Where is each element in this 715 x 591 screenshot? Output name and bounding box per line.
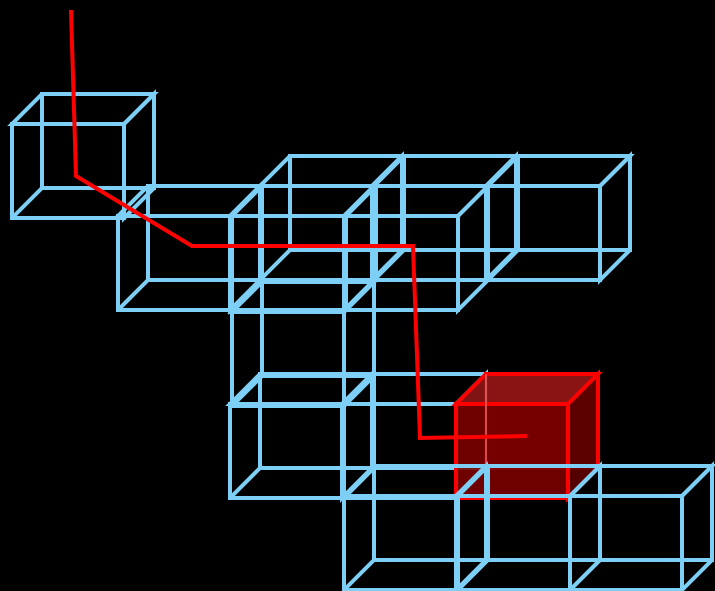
cube-front-face [344,214,460,312]
cube-hidden-edge [230,374,264,408]
cube-hidden-edge [372,248,406,282]
cube-hidden-edge [342,558,376,591]
cube-hidden-edge [456,558,490,591]
cube-hidden-edge [228,466,262,500]
cube [341,181,493,315]
cube-hidden-edge [258,248,292,282]
cube-front-face [568,494,684,591]
cube-hidden-edge [568,558,602,591]
cube-hidden-edge [10,186,44,220]
route-path [69,9,528,441]
cube-hidden-edge [486,248,520,282]
cube-hidden-edge [116,278,150,312]
cube [565,461,715,591]
